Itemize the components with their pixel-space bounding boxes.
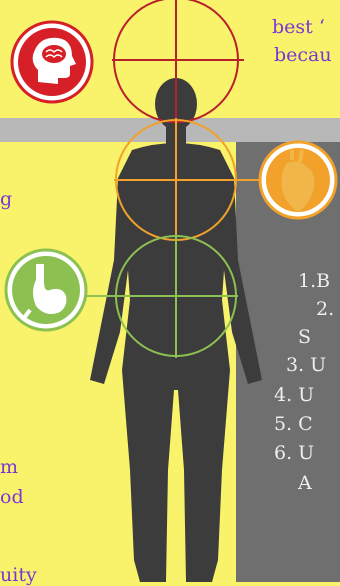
stomach-icon: [6, 250, 86, 330]
heart-icon: [260, 142, 336, 218]
brain-icon: [12, 22, 92, 102]
